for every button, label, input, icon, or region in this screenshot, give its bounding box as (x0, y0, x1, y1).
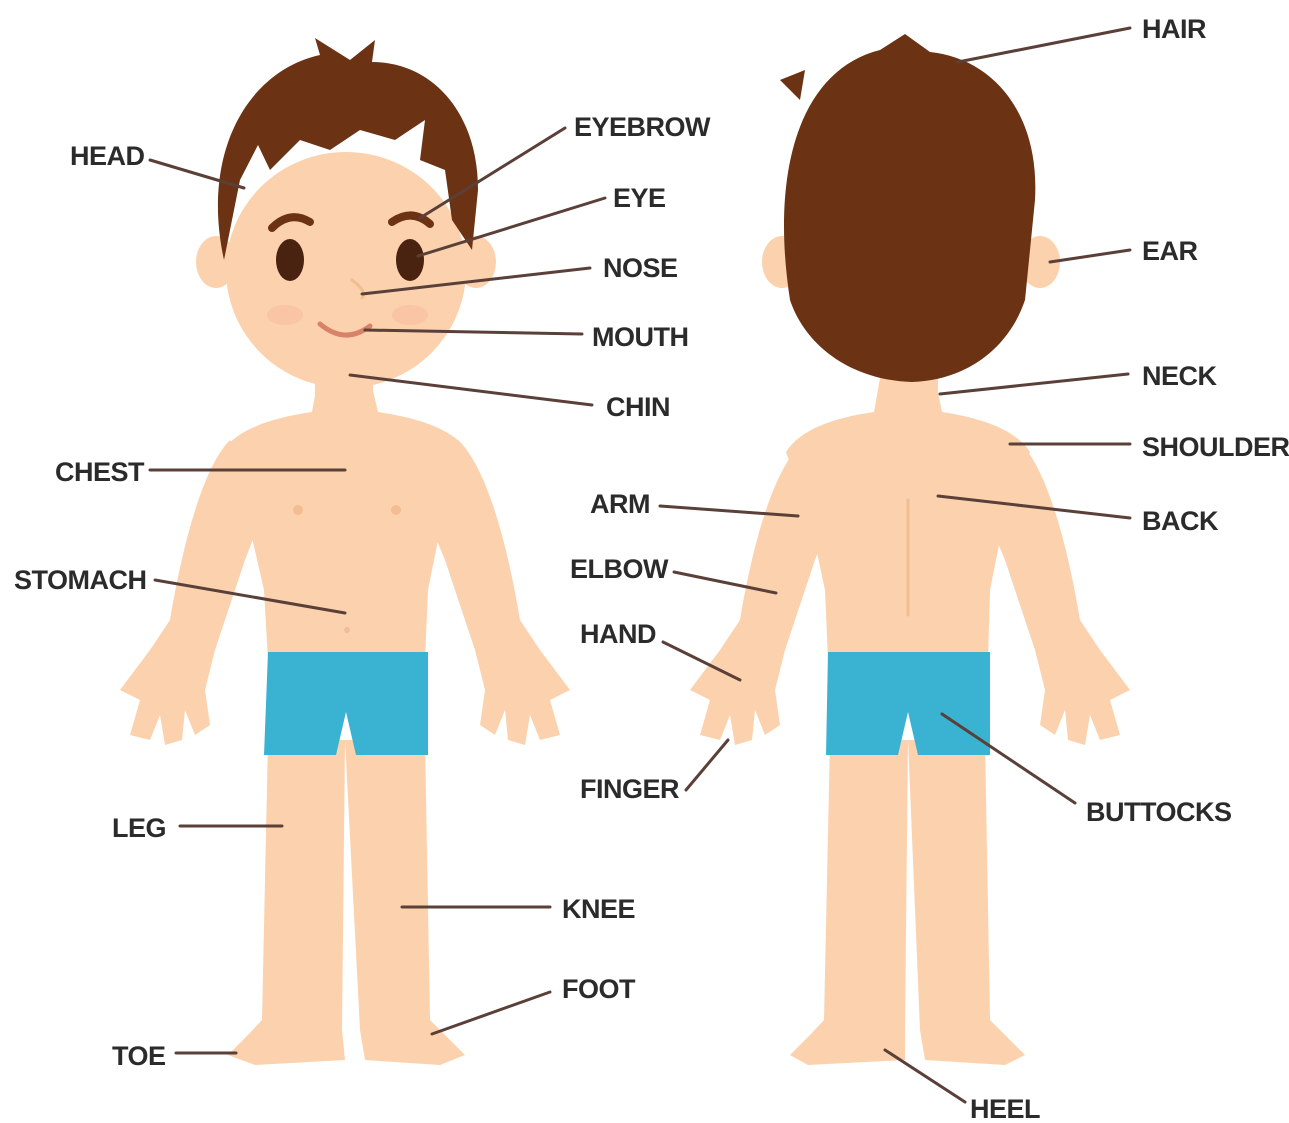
label-heel: HEEL (970, 1094, 1040, 1123)
leader-ear (1050, 250, 1130, 262)
leader-neck (940, 374, 1128, 394)
label-foot: FOOT (562, 974, 636, 1004)
label-nose: NOSE (603, 253, 678, 283)
label-eye: EYE (613, 183, 666, 213)
label-knee: KNEE (562, 894, 635, 924)
label-eyebrow: EYEBROW (574, 112, 711, 142)
front-cheek-left (267, 305, 303, 325)
front-cheek-right (392, 305, 428, 325)
back-left-leg (790, 740, 908, 1065)
leader-chin (350, 375, 592, 405)
label-shoulder: SHOULDER (1142, 432, 1289, 462)
label-elbow: ELBOW (570, 554, 669, 584)
label-chin: CHIN (606, 392, 670, 422)
front-torso (222, 378, 468, 660)
front-belly-button (344, 627, 350, 633)
front-body-figure (120, 38, 570, 1065)
label-head: HEAD (70, 141, 145, 171)
front-face (226, 152, 466, 388)
leader-foot (432, 992, 550, 1034)
label-arm: ARM (590, 489, 650, 519)
front-right-leg (345, 740, 465, 1065)
label-ear: EAR (1142, 236, 1198, 266)
back-body-figure (690, 34, 1130, 1065)
leader-finger (686, 740, 728, 790)
back-shorts (826, 652, 990, 755)
front-nipple-right (391, 505, 401, 515)
label-finger: FINGER (580, 774, 679, 804)
front-nipple-left (293, 505, 303, 515)
label-hair: HAIR (1142, 14, 1206, 44)
front-eye-right (396, 239, 424, 281)
label-back: BACK (1142, 506, 1219, 536)
front-eye-left (276, 239, 304, 281)
label-mouth: MOUTH (592, 322, 688, 352)
label-toe: TOE (112, 1041, 166, 1071)
front-left-leg (228, 740, 345, 1065)
leader-hair (958, 28, 1130, 62)
front-shorts (264, 652, 428, 755)
label-buttocks: BUTTOCKS (1086, 797, 1232, 827)
label-stomach: STOMACH (14, 565, 147, 595)
back-hair (784, 34, 1035, 382)
back-right-leg (908, 740, 1025, 1065)
label-hand: HAND (580, 619, 656, 649)
label-chest: CHEST (55, 457, 145, 487)
label-leg: LEG (112, 813, 166, 843)
back-hair-tuft (780, 70, 805, 100)
label-neck: NECK (1142, 361, 1218, 391)
